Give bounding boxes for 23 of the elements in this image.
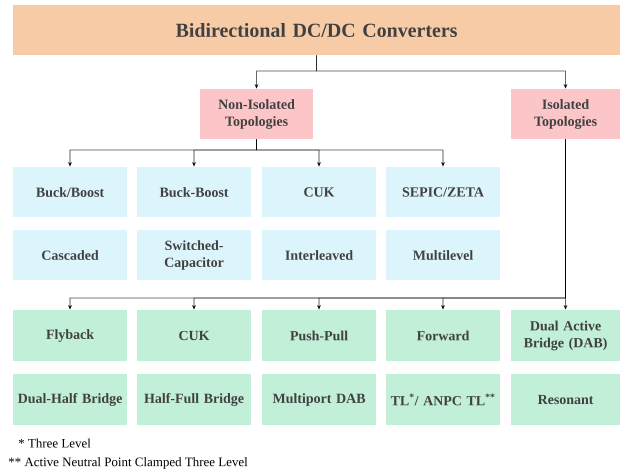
- topology-box: Multilevel: [386, 230, 500, 280]
- topology-box: Resonant: [511, 374, 620, 425]
- topology-box: Half-Full Bridge: [137, 374, 251, 425]
- topology-box: CUK: [262, 167, 376, 217]
- topology-box: Push-Pull: [262, 310, 376, 361]
- topology-box: Multiport DAB: [262, 374, 376, 425]
- topology-box: Switched-Capacitor: [137, 230, 251, 280]
- topology-box: Cascaded: [13, 230, 127, 280]
- topology-box: SEPIC/ZETA: [386, 167, 500, 217]
- topology-box: CUK: [137, 310, 251, 361]
- topology-box: Flyback: [13, 310, 127, 361]
- topology-box: TL$^{*}$/ ANPC TL$^{**}$: [386, 374, 500, 425]
- topology-box: Interleaved: [262, 230, 376, 280]
- category-box: Non-Isolated Topologies: [200, 89, 313, 139]
- title-box: Bidirectional DC/DC Converters: [13, 5, 620, 55]
- category-box: Isolated Topologies: [511, 89, 620, 139]
- topology-box: Buck/Boost: [13, 167, 127, 217]
- footnote: ** Active Neutral Point Clamped Three Level: [8, 457, 248, 469]
- topology-box: Dual-Half Bridge: [13, 374, 127, 425]
- topology-box: Forward: [386, 310, 500, 361]
- topology-box: Buck-Boost: [137, 167, 251, 217]
- topology-box: Dual Active Bridge (DAB): [511, 310, 620, 361]
- footnote: * Three Level: [18, 438, 91, 448]
